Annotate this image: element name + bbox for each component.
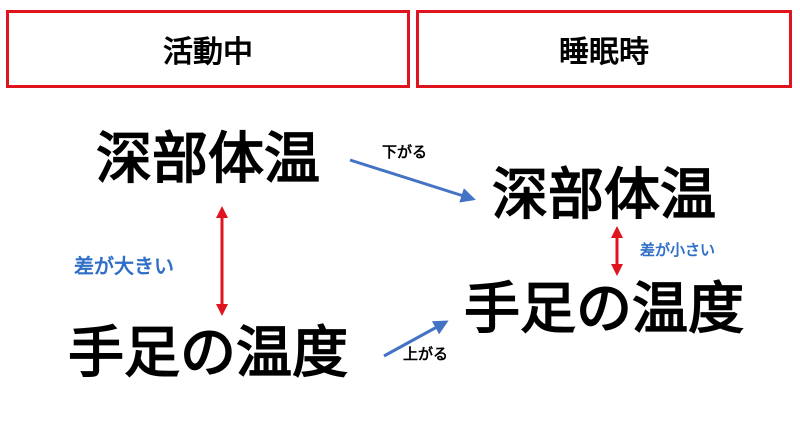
sleep-core-temp: 深部体温 (492, 163, 716, 228)
active-limb-temp: 手足の温度 (68, 321, 348, 386)
core-transition-label: 下がる (382, 143, 428, 161)
sleep-header: 睡眠時 (416, 10, 792, 88)
core-transition-arrow (349, 158, 476, 203)
active-header: 活動中 (6, 10, 410, 88)
active-core-temp: 深部体温 (96, 127, 320, 192)
active-header-label: 活動中 (163, 35, 253, 70)
sleep-limb-temp: 手足の温度 (464, 277, 744, 342)
limb-transition-label: 上がる (403, 345, 449, 363)
sleep-header-label: 睡眠時 (559, 35, 649, 70)
active-difference-label: 差が大きい (74, 254, 174, 278)
limb-transition-arrow (383, 320, 449, 358)
sleep-difference-label: 差が小さい (640, 241, 716, 259)
